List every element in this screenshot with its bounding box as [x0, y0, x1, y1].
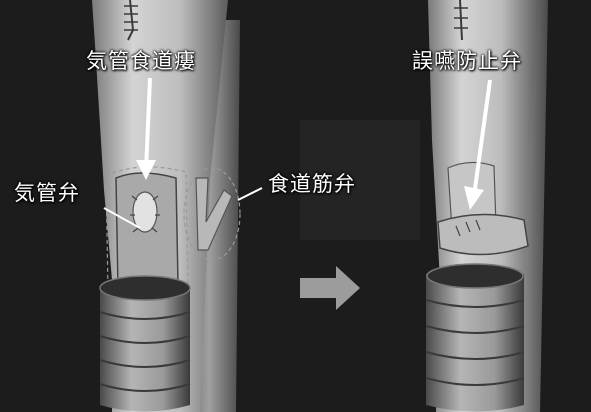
label-esophageal-muscle-flap: 食道筋弁 — [268, 174, 356, 195]
right-stump-opening — [427, 264, 523, 288]
left-stump-opening — [100, 276, 190, 300]
label-anti-aspiration-valve: 誤嚥防止弁 — [412, 51, 522, 72]
anti-aspiration-valve-band — [438, 214, 528, 254]
label-tracheal-flap: 気管弁 — [14, 183, 80, 204]
label-tracheoesophageal-fistula: 気管食道瘻 — [86, 51, 196, 72]
